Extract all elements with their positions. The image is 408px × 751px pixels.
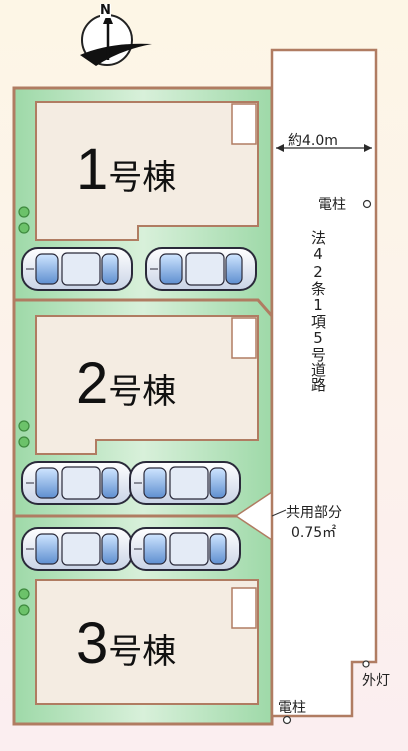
car-lot1-right (145, 247, 257, 291)
lot-number: 1 (76, 137, 109, 202)
lot-suffix: 号棟 (108, 632, 177, 672)
shared-part-label: 共用部分 (286, 505, 342, 521)
lot-suffix: 号棟 (108, 158, 177, 198)
street-lamp-label: 外灯 (362, 673, 390, 689)
lot-number: 3 (76, 611, 109, 676)
utility-pole-label-2: 電柱 (278, 700, 306, 716)
shared-part-area: 0.75㎡ (291, 525, 337, 541)
car-lot3-left (21, 527, 133, 571)
road-width-label: 約4.0m (288, 133, 338, 149)
compass-north-label: N (100, 3, 111, 18)
lot-label-2: 2号棟 (76, 350, 176, 417)
car-lot2-right (129, 461, 241, 505)
lot-label-1: 1号棟 (76, 136, 176, 203)
compass-icon (80, 12, 152, 66)
utility-pole-marker-2 (282, 715, 292, 725)
lot-divider-1-2 (14, 298, 274, 317)
building-3 (35, 579, 259, 705)
building-2 (35, 315, 259, 455)
car-lot2-left (21, 461, 133, 505)
car-lot3-right (129, 527, 241, 571)
lot-number: 2 (76, 351, 109, 416)
road-type-label: 法42条1項5号道路 (309, 230, 327, 392)
building-1-balcony (231, 103, 257, 145)
building-2-balcony (231, 317, 257, 359)
lot-suffix: 号棟 (108, 372, 177, 412)
building-1 (35, 101, 259, 241)
road (270, 48, 378, 718)
car-lot1-left (21, 247, 133, 291)
street-lamp-marker (362, 660, 370, 668)
building-3-balcony (231, 587, 257, 629)
utility-pole-label-1: 電柱 (318, 197, 346, 213)
shrubs (18, 206, 30, 616)
utility-pole-marker-1 (362, 199, 372, 209)
lot-label-3: 3号棟 (76, 610, 176, 677)
